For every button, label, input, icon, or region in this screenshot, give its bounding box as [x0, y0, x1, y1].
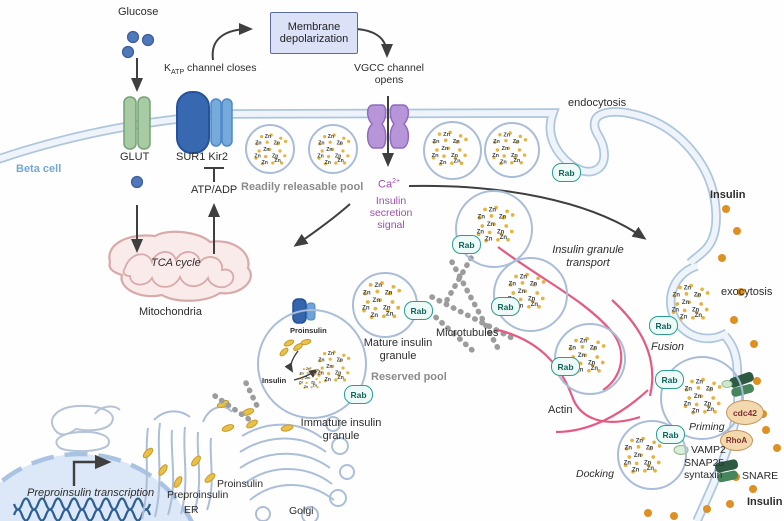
syntaxin-label: syntaxin	[684, 469, 723, 481]
glucose-molecule-icons	[121, 30, 155, 189]
endocytosis-label: endocytosis	[568, 97, 627, 109]
tca-cycle-label: TCA cycle	[151, 257, 201, 269]
cdc42-badge: cdc42	[726, 400, 764, 425]
sur1-kir2-label: SUR1 Kir2	[176, 151, 228, 163]
secreted-insulin-icons	[644, 205, 781, 520]
immature-insulin-granule	[257, 309, 367, 419]
granule-rrp-4	[484, 122, 540, 178]
proinsulin-label: Proinsulin	[217, 478, 264, 490]
transport-granule-1	[455, 190, 533, 268]
insulin-top-label: Insulin	[710, 189, 746, 201]
readily-releasable-pool-label: Readily releasable pool	[241, 181, 364, 193]
microtubules-label: Microtubules	[436, 327, 499, 339]
membrane-depolarization-box: Membrane depolarization	[270, 12, 358, 54]
er-label: ER	[184, 504, 199, 516]
mitochondria-icon	[108, 230, 252, 302]
golgi-icon	[239, 416, 355, 521]
granule-rrp-3	[423, 121, 482, 180]
granule-rrp-1	[245, 124, 295, 174]
endoplasmic-reticulum-icon	[141, 405, 233, 520]
rab-protein-badge: Rab	[344, 385, 373, 404]
rab-protein-badge: Rab	[655, 370, 684, 389]
exocytosis-label: exocytosis	[721, 286, 773, 298]
transport-granule-2	[493, 257, 568, 332]
er-cisternae-icon	[50, 404, 121, 453]
rab-protein-badge: Rab	[649, 316, 678, 335]
rab-protein-badge: Rab	[552, 163, 581, 182]
katp-channel-closes-label: KATP channel closes	[164, 62, 257, 77]
dna-helix-icon	[12, 497, 152, 521]
actin-label: Actin	[548, 404, 573, 416]
priming-granule	[660, 356, 744, 440]
rab-protein-badge: Rab	[656, 425, 685, 444]
rab-protein-badge: Rab	[452, 235, 481, 254]
glut-transporter-icon	[123, 96, 151, 150]
priming-label: Priming	[689, 421, 725, 433]
insulin-bottom-label: Insulin	[747, 496, 783, 508]
microtubule-icons	[212, 255, 519, 423]
membrane-depolarization-line1: Membrane	[287, 21, 341, 33]
glucose-label: Glucose	[118, 6, 159, 18]
proinsulin-cargo-icons	[142, 399, 294, 488]
docking-granule	[617, 420, 687, 490]
fusion-label: Fusion	[651, 341, 685, 353]
membrane-depolarization-line2: depolarization	[279, 33, 349, 45]
golgi-label: Golgi	[289, 505, 314, 517]
insulin-in-granule-label: Insulin	[262, 376, 287, 385]
reserved-pool-label: Reserved pool	[371, 371, 447, 383]
rhoa-badge: RhoA	[720, 430, 753, 451]
preproinsulin-transcription-label: Preproinsulin transcription	[27, 487, 155, 499]
rab-protein-badge: Rab	[551, 357, 580, 376]
katp-channel-icon	[176, 91, 233, 154]
beta-cell-label: Beta cell	[16, 163, 62, 175]
docking-label: Docking	[576, 468, 614, 480]
rab-protein-badge: Rab	[491, 297, 520, 316]
mitochondria-label: Mitochondria	[139, 306, 202, 318]
snare-label: SNARE	[742, 470, 779, 482]
preproinsulin-label: Preproinsulin	[167, 489, 229, 501]
atp-adp-label: ATP/ADP	[191, 184, 238, 196]
granule-rrp-2	[308, 124, 358, 174]
proinsulin-in-granule-label: Proinsulin	[290, 326, 327, 335]
nucleus	[0, 451, 194, 521]
glut-label: GLUT	[120, 151, 150, 163]
calcium-label: Ca2+	[378, 178, 401, 191]
snap25-label: SNAP25	[684, 457, 725, 469]
vgcc-channel-icon	[366, 104, 410, 149]
vamp2-label: VAMP2	[691, 444, 726, 456]
rab-protein-badge: Rab	[404, 301, 433, 320]
